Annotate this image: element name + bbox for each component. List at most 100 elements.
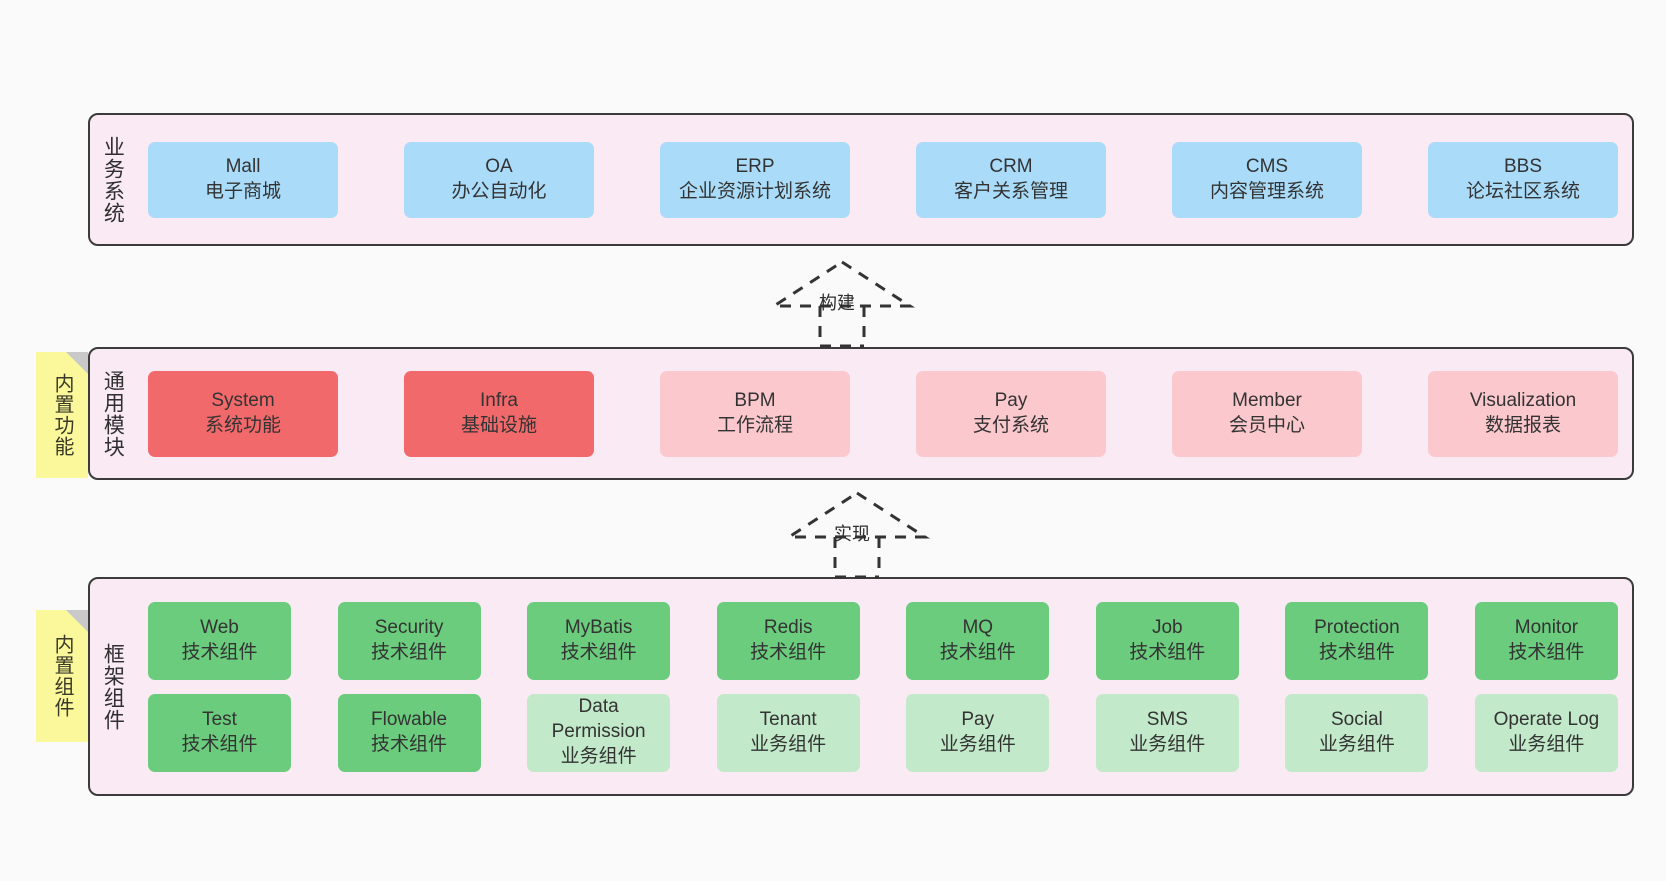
- component-subtitle: 系统功能: [204, 414, 281, 436]
- component-subtitle: 数据报表: [1484, 414, 1561, 436]
- component-card[interactable]: Redis 技术组件: [716, 601, 860, 680]
- component-subtitle: 技术组件: [181, 641, 258, 663]
- component-subtitle: 办公自动化: [451, 180, 547, 202]
- component-card[interactable]: CRM 客户关系管理: [916, 141, 1106, 218]
- note-label: 内置组件: [51, 634, 73, 718]
- arrowhead-triangle-icon: [783, 491, 931, 539]
- component-name: CMS: [1245, 155, 1289, 177]
- component-card[interactable]: Visualization 数据报表: [1428, 370, 1618, 457]
- component-name: Security: [374, 616, 444, 638]
- component-card[interactable]: Job 技术组件: [1095, 601, 1239, 680]
- component-subtitle: 业务组件: [1508, 733, 1585, 755]
- component-name: BPM: [734, 389, 776, 411]
- layer-label-framework-component: 框架组件: [101, 642, 125, 731]
- relation-arrow-build: 构建: [757, 258, 927, 348]
- component-subtitle: 技术组件: [1318, 641, 1395, 663]
- component-card[interactable]: Monitor 技术组件: [1474, 601, 1618, 680]
- component-subtitle: 支付系统: [972, 414, 1049, 436]
- component-name: MyBatis: [564, 616, 633, 638]
- relation-arrow-label: 构建: [819, 293, 855, 313]
- component-name: Protection: [1314, 616, 1400, 638]
- component-name: BBS: [1503, 155, 1543, 177]
- component-name: Mall: [225, 155, 261, 177]
- layer-label-business-system: 业务系统: [101, 135, 125, 224]
- component-subtitle: 论坛社区系统: [1465, 180, 1580, 202]
- component-name: SMS: [1146, 708, 1188, 730]
- component-name: OA: [485, 155, 513, 177]
- component-subtitle: 业务组件: [1129, 733, 1206, 755]
- folded-corner-icon: [66, 610, 88, 632]
- component-card[interactable]: Tenant 业务组件: [716, 693, 860, 772]
- component-subtitle: 业务组件: [1318, 733, 1395, 755]
- component-subtitle: 技术组件: [181, 733, 258, 755]
- component-name: Monitor: [1514, 616, 1579, 638]
- component-card[interactable]: BBS 论坛社区系统: [1428, 141, 1618, 218]
- component-name: Operate Log: [1493, 708, 1600, 730]
- component-name: Tenant: [759, 708, 817, 730]
- component-card[interactable]: Operate Log 业务组件: [1474, 693, 1618, 772]
- component-name: Pay: [961, 708, 995, 730]
- component-subtitle: 业务组件: [939, 733, 1016, 755]
- component-name: CRM: [989, 155, 1033, 177]
- component-subtitle: 技术组件: [939, 641, 1016, 663]
- component-card[interactable]: Protection 技术组件: [1285, 601, 1429, 680]
- component-card[interactable]: Social 业务组件: [1285, 693, 1429, 772]
- component-card[interactable]: Web 技术组件: [148, 601, 291, 680]
- component-card[interactable]: SMS 业务组件: [1095, 693, 1239, 772]
- component-card[interactable]: CMS 内容管理系统: [1172, 141, 1362, 218]
- component-subtitle: 业务组件: [750, 733, 827, 755]
- component-name: Redis: [763, 616, 813, 638]
- component-name: ERP: [735, 155, 775, 177]
- component-subtitle: 技术组件: [1508, 641, 1585, 663]
- component-name: Job: [1151, 616, 1183, 638]
- component-card[interactable]: Infra 基础设施: [404, 370, 594, 457]
- component-subtitle: 技术组件: [371, 733, 448, 755]
- arrowhead-triangle-icon: [768, 260, 916, 308]
- component-name: Data Permission: [551, 696, 646, 743]
- component-subtitle: 客户关系管理: [953, 180, 1068, 202]
- component-subtitle: 电子商城: [204, 180, 281, 202]
- component-subtitle: 技术组件: [371, 641, 448, 663]
- folded-corner-icon: [66, 352, 88, 374]
- component-card[interactable]: Mall 电子商城: [148, 141, 338, 218]
- component-card[interactable]: Pay 业务组件: [906, 693, 1050, 772]
- component-name: Social: [1331, 708, 1383, 730]
- component-card[interactable]: OA 办公自动化: [404, 141, 594, 218]
- component-card[interactable]: Test 技术组件: [148, 693, 291, 772]
- component-card[interactable]: MQ 技术组件: [906, 601, 1050, 680]
- relation-arrow-implement: 实现: [772, 489, 942, 579]
- component-name: MQ: [962, 616, 994, 638]
- builtin-note-framework-component: 内置组件: [36, 610, 88, 742]
- component-card[interactable]: Security 技术组件: [337, 601, 481, 680]
- component-subtitle: 会员中心: [1228, 414, 1305, 436]
- component-name: Test: [202, 708, 237, 730]
- component-name: System: [211, 389, 275, 411]
- component-subtitle: 技术组件: [1129, 641, 1206, 663]
- component-subtitle: 技术组件: [750, 641, 827, 663]
- component-card[interactable]: Flowable 技术组件: [337, 693, 481, 772]
- component-subtitle: 内容管理系统: [1209, 180, 1324, 202]
- component-name: Infra: [479, 389, 519, 411]
- component-card[interactable]: System 系统功能: [148, 370, 338, 457]
- layer-label-common-module: 通用模块: [101, 369, 125, 458]
- component-subtitle: 基础设施: [460, 414, 537, 436]
- component-name: Web: [200, 616, 239, 638]
- component-name: Flowable: [371, 708, 448, 730]
- component-name: Visualization: [1469, 389, 1577, 411]
